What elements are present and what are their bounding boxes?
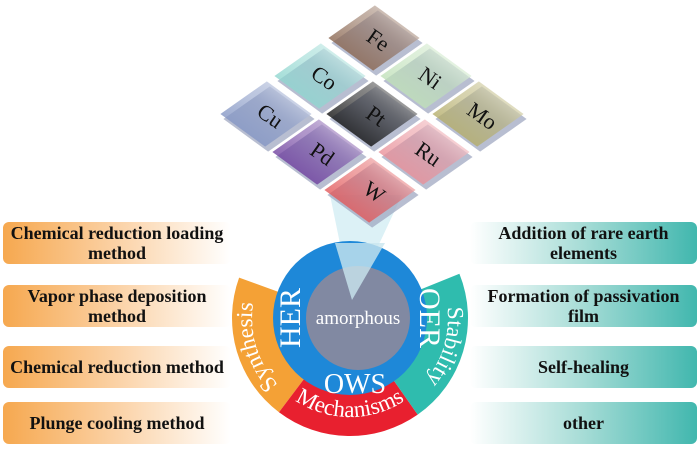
stability-method-3: Self-healing [470, 346, 697, 388]
synthesis-method-1: Chemical reduction loading method [3, 222, 231, 264]
oer-label: OER [413, 288, 446, 348]
element-tile-ni [380, 43, 472, 109]
element-tile-fe [328, 5, 420, 71]
her-label: HER [274, 288, 307, 348]
stability-segment [390, 273, 468, 415]
element-tile-pt [326, 81, 418, 147]
synthesis-method-2: Vapor phase deposition method [3, 285, 231, 327]
synthesis-method-4: Plunge cooling method [3, 402, 231, 444]
ows-label: OWS [324, 369, 386, 400]
element-tile-cu [220, 81, 312, 147]
synthesis-segment [232, 277, 308, 413]
stability-method-2: Formation of passivation film [470, 285, 697, 327]
synthesis-method-3: Chemical reduction method [3, 346, 231, 388]
element-tile-w [324, 157, 416, 223]
element-tile-mo [432, 81, 524, 147]
outer-ring [232, 273, 468, 436]
light-beam-core [335, 243, 385, 300]
stability-method-4: other [470, 402, 697, 444]
stability-method-1: Addition of rare earth elements [470, 222, 697, 264]
amorphous-label: amorphous [316, 308, 400, 329]
element-tile-ru [378, 119, 470, 185]
mechanisms-segment [278, 373, 418, 436]
amorphous-core [306, 266, 410, 370]
element-tile-pd [272, 119, 364, 185]
element-tile-co [274, 43, 366, 109]
